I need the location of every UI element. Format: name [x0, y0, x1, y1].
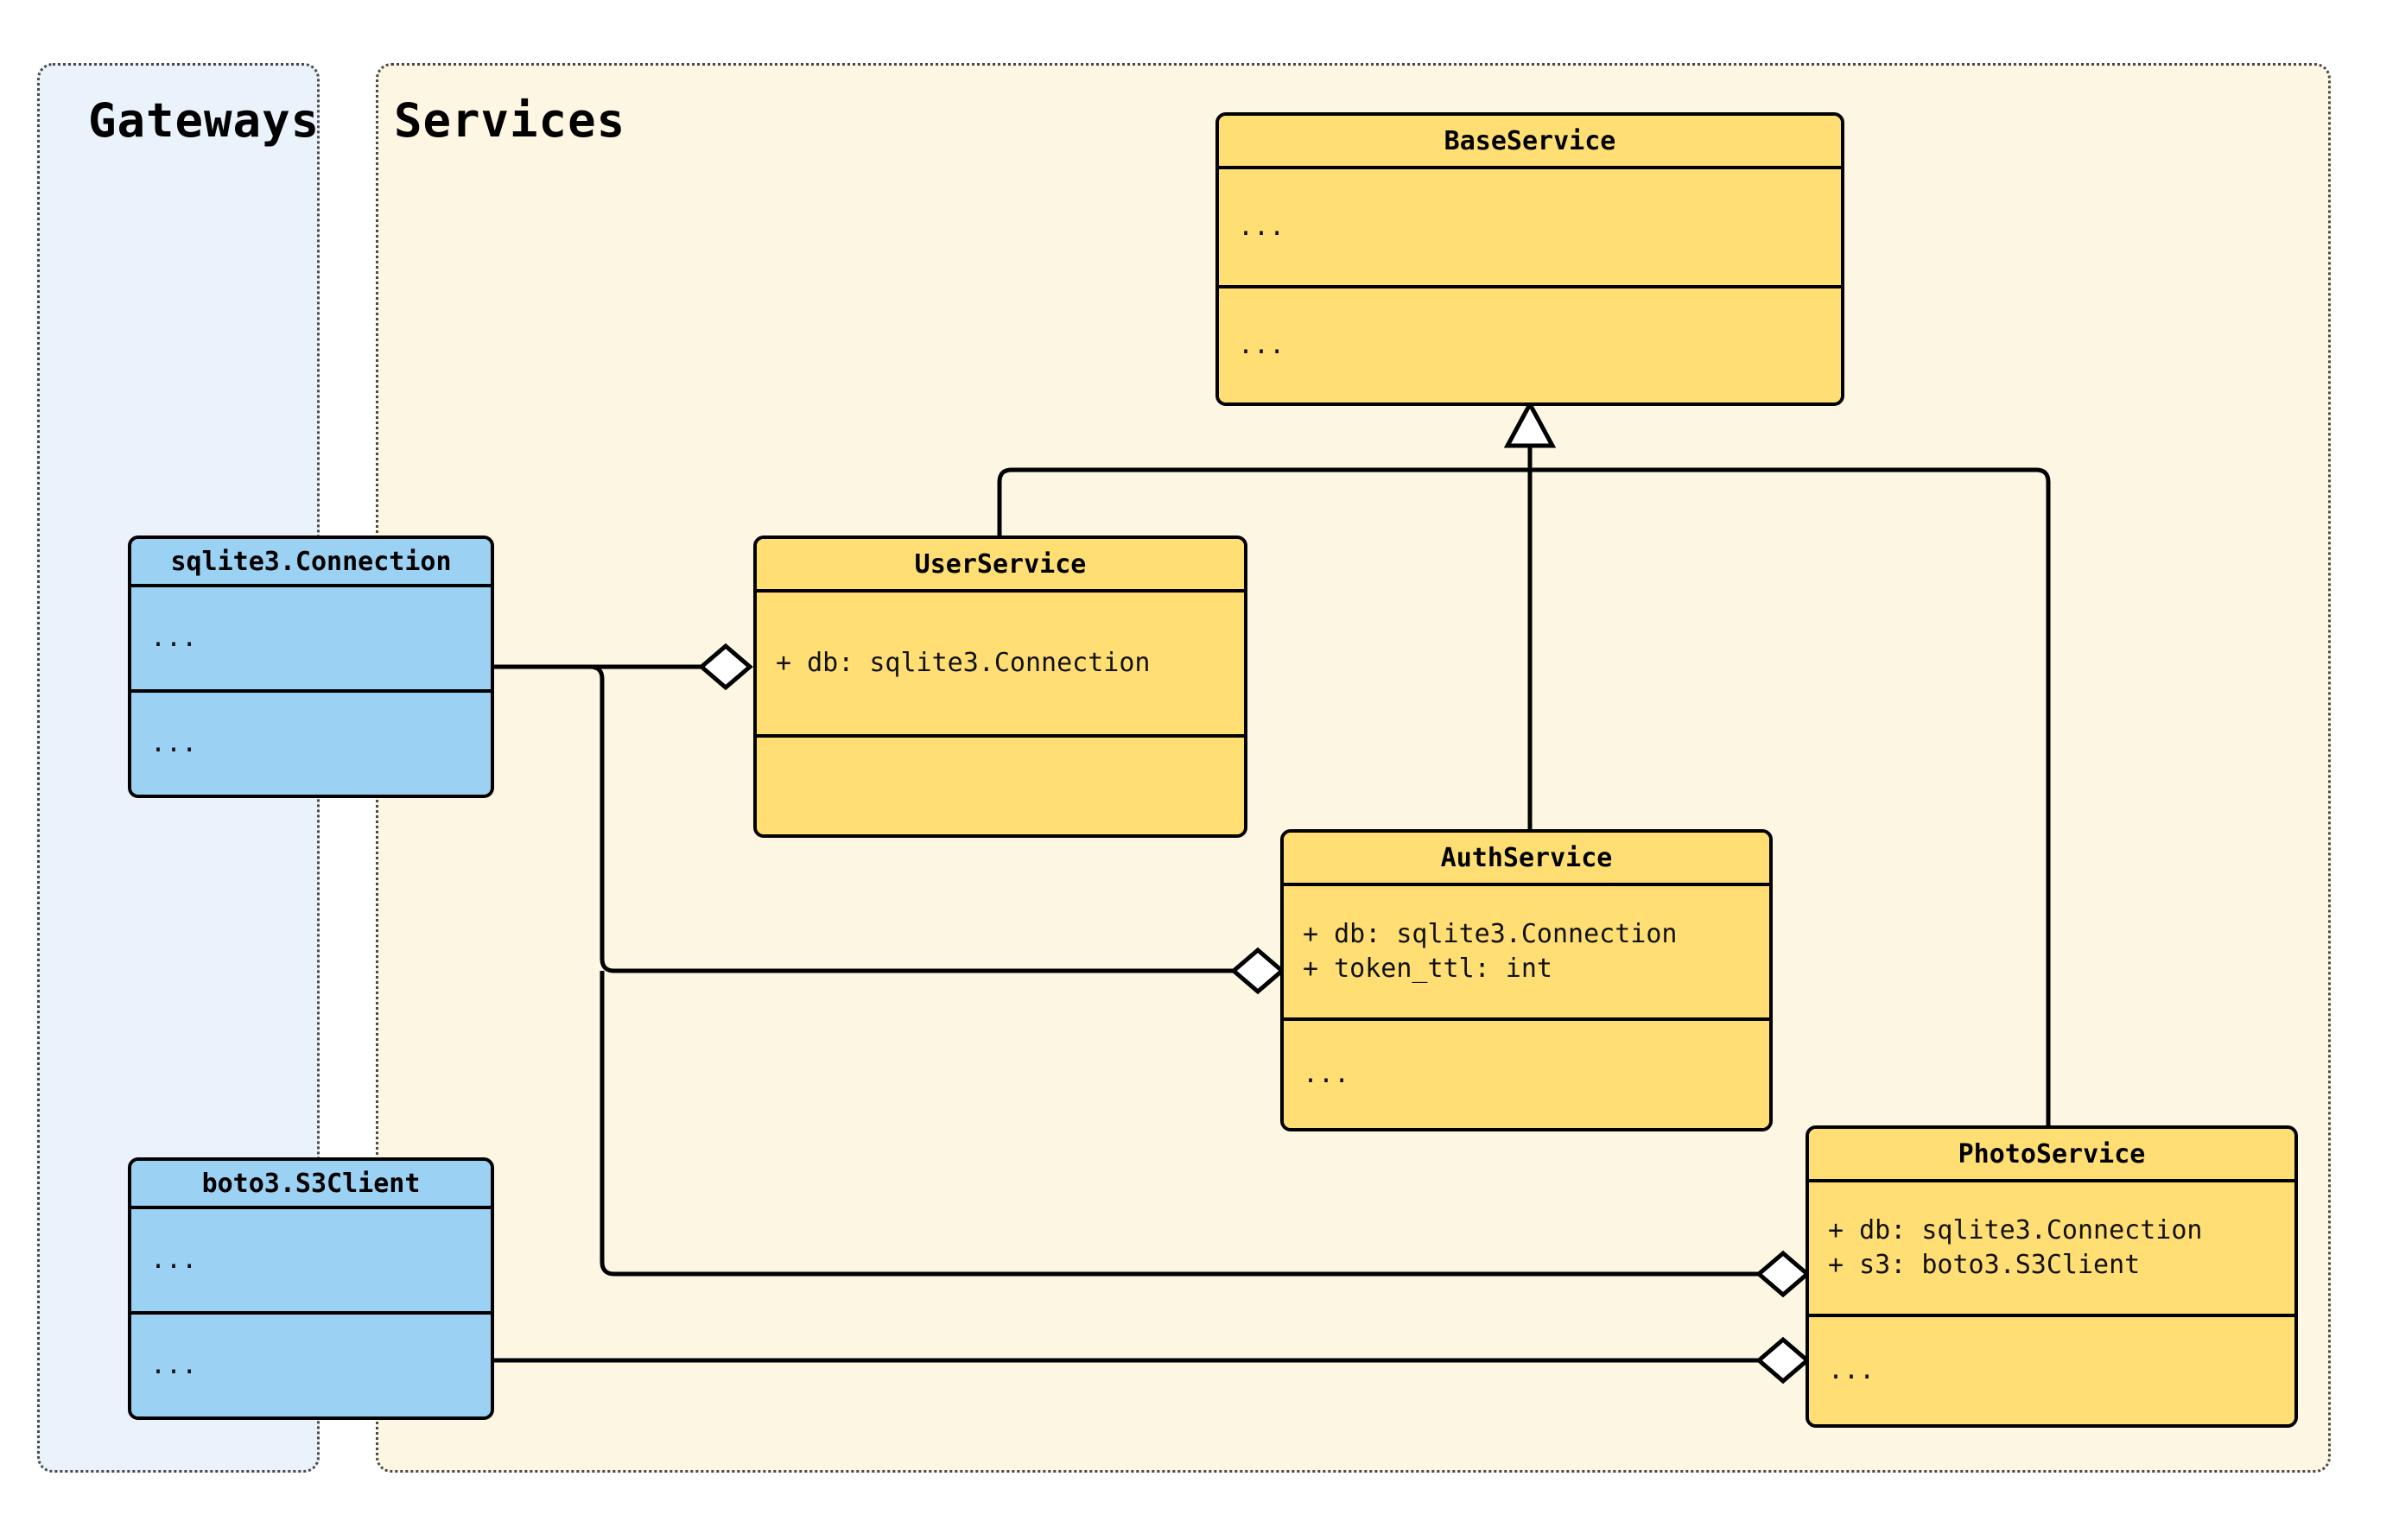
- aggregation-diamond-user-db: [698, 643, 753, 691]
- attribute-db: + db: sqlite3.Connection: [1828, 1215, 2203, 1246]
- class-box-photo-service[interactable]: PhotoService + db: sqlite3.Connection + …: [1806, 1125, 2298, 1428]
- class-attributes-base-service: ...: [1219, 169, 1841, 288]
- class-methods-boto3-s3client: ...: [131, 1315, 491, 1416]
- attribute-db: + db: sqlite3.Connection: [1303, 919, 1678, 950]
- inheritance-bus: [997, 467, 2051, 536]
- class-attributes-photo-service: + db: sqlite3.Connection + s3: boto3.S3C…: [1809, 1182, 2294, 1317]
- class-methods-base-service: ...: [1219, 288, 1841, 402]
- aggregation-edges: [494, 664, 1759, 1363]
- class-box-user-service[interactable]: UserService + db: sqlite3.Connection: [753, 536, 1247, 838]
- attribute-token-ttl: + token_ttl: int: [1303, 954, 1552, 984]
- class-attributes-user-service: + db: sqlite3.Connection: [757, 593, 1244, 738]
- class-name-sqlite3-connection: sqlite3.Connection: [131, 539, 491, 587]
- class-attributes-sqlite3-connection: ...: [131, 587, 491, 693]
- agg-line-photo-db: [600, 971, 1759, 1277]
- class-box-sqlite3-connection[interactable]: sqlite3.Connection ... ...: [128, 536, 494, 798]
- class-name-base-service: BaseService: [1219, 116, 1841, 169]
- class-methods-sqlite3-connection: ...: [131, 693, 491, 795]
- class-name-boto3-s3client: boto3.S3Client: [131, 1161, 491, 1209]
- class-box-base-service[interactable]: BaseService ... ...: [1215, 112, 1844, 406]
- package-services-title: Services: [394, 93, 626, 148]
- class-name-user-service: UserService: [757, 539, 1244, 593]
- aggregation-diamond-auth-db: [1230, 947, 1285, 995]
- class-methods-auth-service: ...: [1284, 1021, 1769, 1128]
- attribute-s3: + s3: boto3.S3Client: [1828, 1250, 2141, 1280]
- aggregation-diamond-photo-s3: [1755, 1336, 1811, 1385]
- class-attributes-boto3-s3client: ...: [131, 1209, 491, 1315]
- class-name-photo-service: PhotoService: [1809, 1129, 2294, 1182]
- package-gateways-title: Gateways: [88, 93, 321, 148]
- class-box-boto3-s3client[interactable]: boto3.S3Client ... ...: [128, 1157, 494, 1420]
- class-methods-user-service: [757, 738, 1244, 834]
- inheritance-triangle-arrowhead: [1503, 399, 1557, 448]
- aggregation-diamond-photo-db: [1755, 1250, 1811, 1298]
- class-name-auth-service: AuthService: [1284, 833, 1769, 886]
- class-attributes-auth-service: + db: sqlite3.Connection + token_ttl: in…: [1284, 886, 1769, 1021]
- class-box-auth-service[interactable]: AuthService + db: sqlite3.Connection + t…: [1280, 829, 1773, 1131]
- agg-line-auth-db: [494, 664, 1234, 973]
- class-methods-photo-service: ...: [1809, 1317, 2294, 1424]
